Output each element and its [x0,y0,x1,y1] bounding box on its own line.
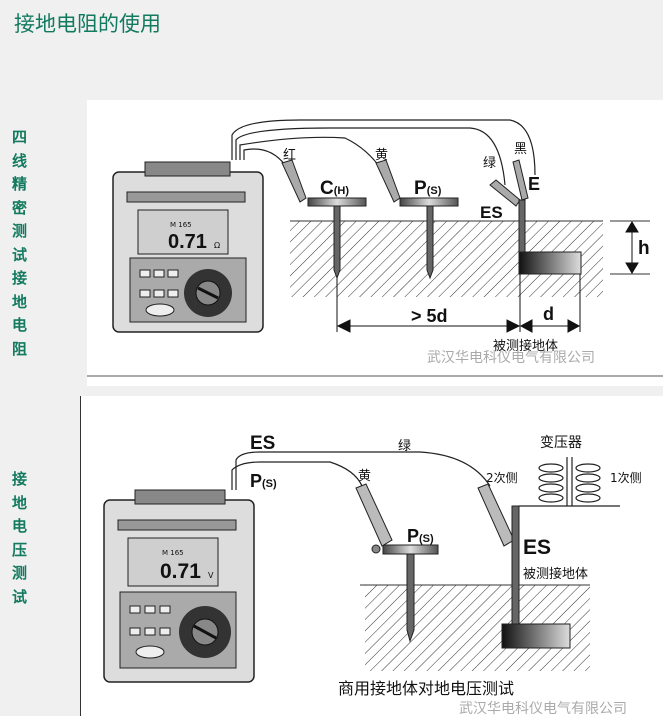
transformer-icon [519,457,620,507]
meter-unit: V [208,571,214,580]
label-5d: > 5d [411,306,448,326]
wire-red-label: 红 [283,147,296,163]
primary-label: 1次侧 [610,471,642,485]
ground-body-label: 被测接地体 [523,566,588,582]
label-p-top: P [250,471,262,491]
svg-text:P(S): P(S) [414,178,442,199]
diagram-caption: 商用接地体对地电压测试 [338,679,514,698]
meter-reading: 0.71 [160,560,201,583]
label-es: ES [480,203,503,222]
wire-green-label: 绿 [398,439,411,454]
label-p-top-sub: (S) [262,478,277,490]
dimension-5d [336,274,581,333]
meter-model: M 165 [170,221,192,229]
meter-unit: Ω [214,241,220,250]
wire-yellow-label: 黄 [375,148,388,163]
label-c: C [320,178,334,199]
clip-yellow [375,159,401,203]
label-p: P [414,178,427,199]
wire-yellow-label: 黄 [358,469,371,484]
wire-black-label: 黑 [514,142,527,157]
clip-yellow [355,483,393,547]
test-leads-voltage [231,451,491,490]
label-h: h [638,238,650,259]
transformer-label: 变压器 [540,435,582,451]
side-label-voltage: 接地电压测试 [12,470,28,606]
meter-reading: 0.71 [168,231,207,253]
stake-c [307,197,367,207]
label-es-top: ES [250,433,275,454]
label-p-sub: (S) [419,533,434,545]
clip-red [281,159,307,203]
ground-body-label: 被测接地体 [493,338,558,354]
svg-text:P(S): P(S) [407,526,434,546]
dimension-h [625,221,639,274]
meter-voltage: M 165 0.71 V [103,489,255,683]
ground-body [501,623,571,649]
stake-p [382,544,439,555]
ground-rod [511,505,520,625]
label-p-sub: (S) [427,185,442,197]
svg-text:C(H): C(H) [320,178,349,199]
page-title: 接地电阻的使用 [14,12,161,36]
side-label-four-wire: 四线精密测试接地电阻 [12,128,28,358]
label-d: d [543,304,554,324]
watermark: 武汉华电科仪电气有限公司 [459,701,627,716]
wire-green-label: 绿 [483,156,496,171]
meter-model: M 165 [162,549,184,557]
label-es: ES [523,536,551,559]
label-e: E [528,174,540,194]
ground-body [518,251,582,275]
svg-text:P(S): P(S) [250,471,277,491]
stake-p [399,197,459,207]
label-p: P [407,526,419,546]
watermark: 武汉华电科仪电气有限公司 [427,350,595,366]
meter-four-wire: M 165 0.71 Ω [112,161,264,333]
label-c-sub: (H) [334,185,350,197]
ground-rod [518,199,526,255]
clip-black [512,159,529,201]
clip-green [477,483,515,547]
secondary-label: 2次侧 [486,471,518,485]
test-leads-four-wire [231,119,536,186]
